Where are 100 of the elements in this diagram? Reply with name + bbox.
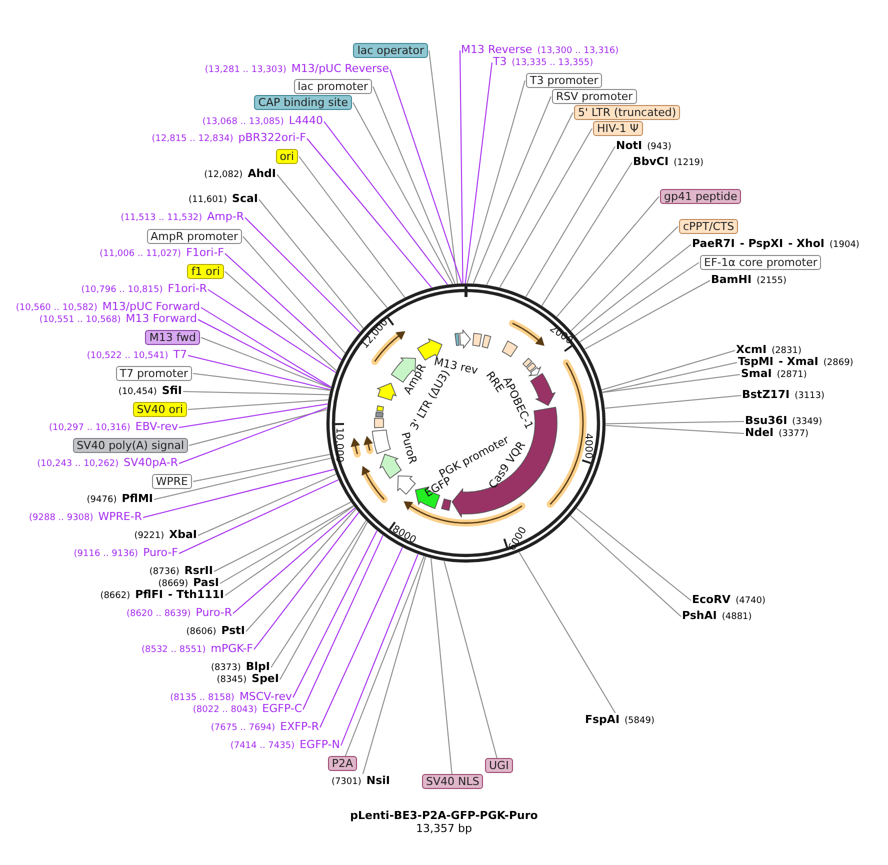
primer-name: WPRE-R xyxy=(98,510,142,523)
leader-line xyxy=(280,522,368,680)
leader-line xyxy=(178,407,328,464)
position-label: (2869) xyxy=(823,358,854,368)
feature-label: EF-1α core promoter xyxy=(700,255,822,270)
plasmid-name: pLenti-BE3-P2A-GFP-PGK-Puro xyxy=(349,809,539,822)
primer-name: M13/pUC Forward xyxy=(102,300,200,313)
leader-line xyxy=(372,86,456,284)
plasmid-ring-drawing xyxy=(326,283,606,563)
primer-name: M13 Reverse xyxy=(461,43,532,56)
enzyme-site-name: Bsu36I xyxy=(745,414,788,427)
leader-line xyxy=(200,307,332,388)
leader-line xyxy=(320,546,403,728)
leader-line xyxy=(188,355,331,390)
position-label: (9476) xyxy=(86,495,117,505)
position-label: (5849) xyxy=(624,716,654,726)
primer-name: L4440 xyxy=(288,114,323,127)
leader-line xyxy=(232,507,356,614)
leader-line xyxy=(270,520,366,668)
primer-name: EBV-rev xyxy=(135,420,178,433)
enzyme-site-name: PshAI xyxy=(682,609,717,622)
feature-label: gp41 peptide xyxy=(660,189,742,204)
enzyme-site-name: BstZ17I xyxy=(742,388,790,401)
feature-label: WPRE xyxy=(152,474,192,489)
position-label: (8606) xyxy=(186,627,216,637)
feature-label: CAP binding site xyxy=(254,95,352,110)
leader-line xyxy=(340,554,418,746)
primer-name: EGFP-C xyxy=(262,702,302,715)
position-label: (12,082) xyxy=(204,170,243,180)
leader-line xyxy=(198,474,336,536)
primer-name: mPGK-F xyxy=(210,642,253,655)
position-label: (8736) xyxy=(149,567,180,577)
enzyme-site-name: NsiI xyxy=(366,774,390,787)
tick-label: 4000 xyxy=(582,433,594,459)
leader-line xyxy=(244,217,360,333)
leader-line xyxy=(298,156,406,298)
leader-line xyxy=(324,121,448,285)
feature-label: SV40 NLS xyxy=(422,774,484,789)
leader-line xyxy=(200,337,332,388)
leader-line xyxy=(214,502,352,572)
leader-line xyxy=(188,409,328,446)
leader-line xyxy=(362,556,426,774)
position-label: (8669) xyxy=(158,579,188,589)
position-label: (8532 .. 8551) xyxy=(141,645,206,655)
enzyme-site-name: TspMI xyxy=(738,355,774,368)
enzyme-site-name: PflFI xyxy=(135,588,163,601)
position-label: (9116 .. 9136) xyxy=(74,549,138,559)
position-label: (8022 .. 8043) xyxy=(192,705,258,715)
primer-name: M13 Forward xyxy=(126,312,197,325)
feature-name: PuroR xyxy=(398,430,420,466)
enzyme-site-name: NotI xyxy=(616,139,642,152)
leader-line xyxy=(444,560,498,758)
primer-name: EGFP-N xyxy=(300,738,340,751)
leader-line xyxy=(344,556,424,756)
leader-line xyxy=(224,271,337,372)
leader-line xyxy=(246,508,356,632)
feature-label: P2A xyxy=(328,756,357,771)
leader-line xyxy=(486,112,574,286)
enzyme-site-name: SfiI xyxy=(162,384,182,397)
leader-line xyxy=(464,62,492,284)
position-label: (8345) xyxy=(216,675,247,685)
enzyme-site-name: - Tth111I xyxy=(168,588,224,601)
leader-line xyxy=(579,262,700,342)
feature-label: HIV-1 Ψ xyxy=(593,121,643,136)
leader-line xyxy=(352,102,454,284)
leader-line xyxy=(499,128,592,288)
feature-label: lac operator xyxy=(353,43,428,58)
position-label: (13,300 .. 13,316) xyxy=(537,46,619,56)
position-label: (11,513 .. 11,532) xyxy=(120,213,202,223)
leader-line xyxy=(570,226,678,332)
feature-label: f1 ori xyxy=(187,264,224,279)
position-label: (7301) xyxy=(331,777,362,787)
primer-name: Puro-R xyxy=(196,606,232,619)
enzyme-site-name: NdeI xyxy=(745,426,774,439)
leader-line xyxy=(518,552,616,714)
primer-name: T3 xyxy=(493,55,507,68)
enzyme-site-name: BbvCI xyxy=(633,155,669,168)
leader-line xyxy=(254,512,360,650)
position-label: (943) xyxy=(647,142,672,152)
position-label: (8135 .. 8158) xyxy=(170,693,234,703)
leader-line xyxy=(556,196,660,318)
primer-name: EXFP-R xyxy=(280,720,319,733)
leader-line xyxy=(602,374,740,393)
primer-name: pBR322ori-F xyxy=(238,131,306,144)
leader-line xyxy=(605,421,744,424)
position-label: (7414 .. 7435) xyxy=(230,741,295,751)
plasmid-size: 13,357 bp xyxy=(415,822,473,835)
leader-line xyxy=(154,458,332,500)
leader-line xyxy=(178,404,328,428)
leader-line xyxy=(601,350,736,390)
leader-line xyxy=(292,530,378,698)
feature-label: AmpR promoter xyxy=(146,229,242,244)
position-label: (11,601) xyxy=(188,195,228,205)
leader-line xyxy=(178,479,339,554)
leader-line xyxy=(188,399,329,410)
feature-label: ori xyxy=(276,149,298,164)
primer-name: F1ori-R xyxy=(168,282,207,295)
primer-name: Amp-R xyxy=(207,210,244,223)
feature-label: T3 promoter xyxy=(526,73,602,88)
position-label: (2155) xyxy=(756,276,787,286)
